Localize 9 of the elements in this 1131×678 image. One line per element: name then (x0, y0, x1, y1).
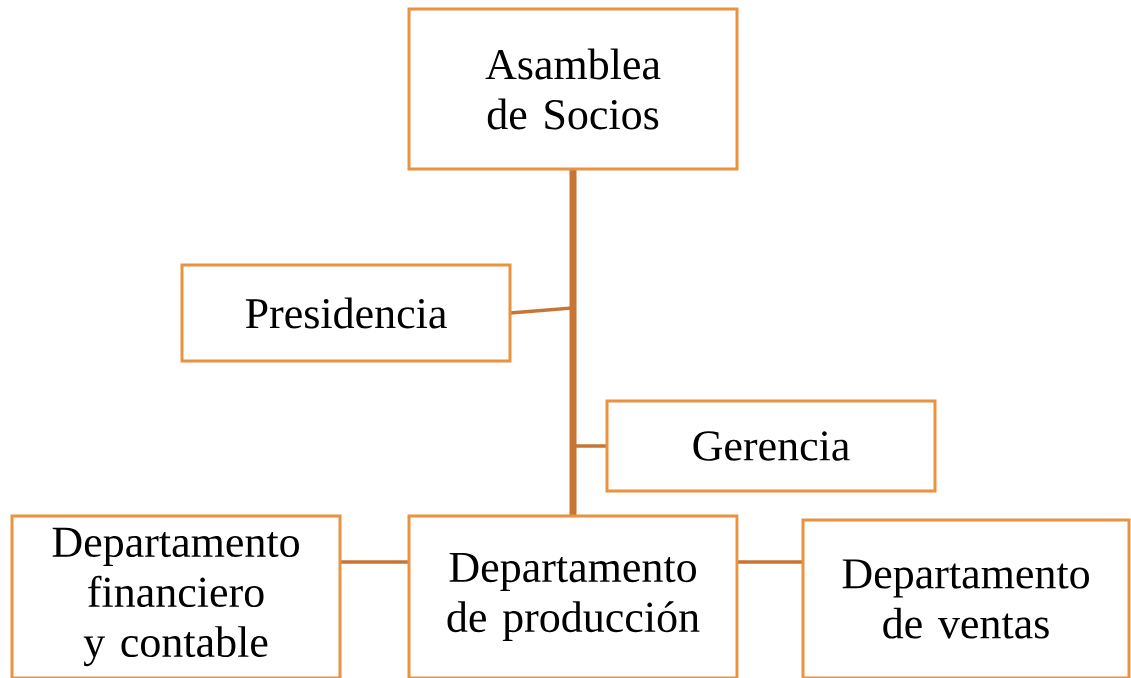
org-box: Asamblea de Socios (407, 7, 739, 171)
org-box: Gerencia (605, 399, 937, 493)
org-box: Departamento de producción (407, 514, 739, 678)
org-box: Departamento de ventas (801, 518, 1131, 678)
org-box: Departamento financiero y contable (10, 514, 342, 678)
connector-line (737, 560, 803, 564)
connector-line (340, 560, 409, 564)
org-box: Presidencia (180, 263, 512, 363)
connector-line (569, 169, 577, 516)
